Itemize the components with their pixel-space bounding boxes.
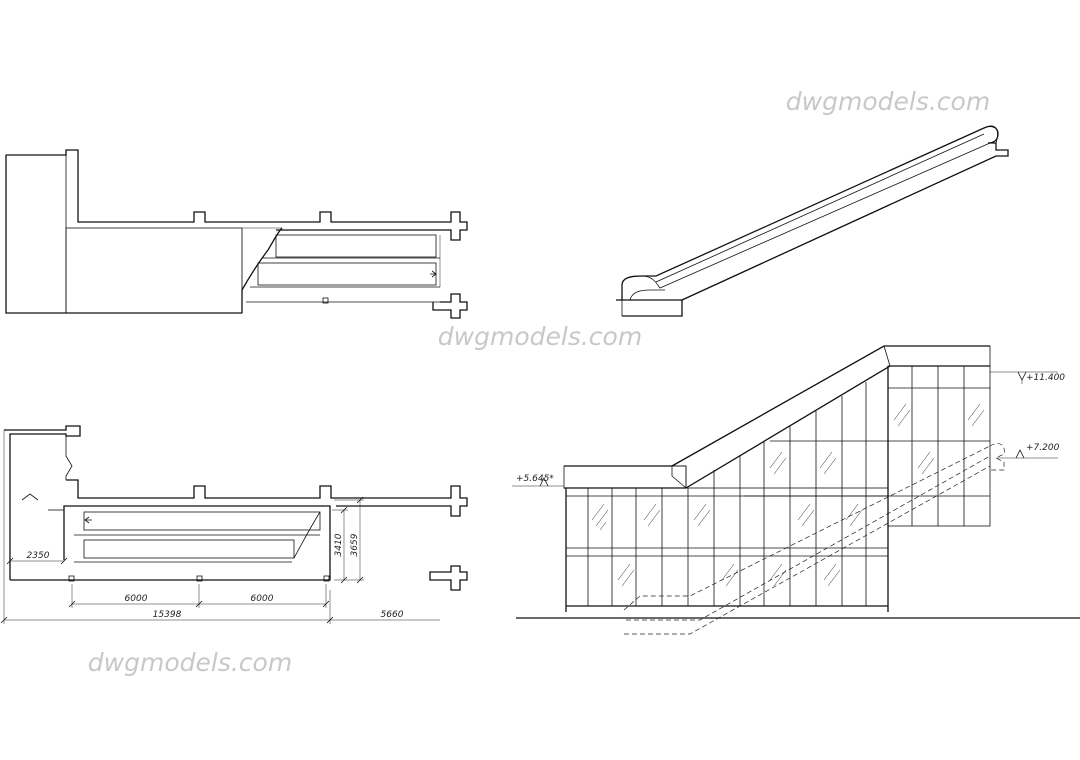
dim-offset: 2350 (27, 551, 50, 561)
lower-level-plan: 6000 6000 15398 5660 2350 3410 3659 (0, 425, 468, 624)
glass-reflections (591, 403, 985, 587)
level-markers: +11.400 +7.200 +5.645* (512, 371, 1065, 487)
escalator-hidden-lines (623, 443, 1005, 635)
dim-total-length: 15398 (153, 610, 182, 620)
upper-level-plan (5, 149, 468, 319)
dim-extension: 5660 (381, 610, 404, 620)
dim-span-right: 6000 (251, 594, 274, 604)
level-entry: +5.645* (516, 474, 554, 484)
dim-span-left: 6000 (125, 594, 148, 604)
watermark-top-right: dwgmodels.com (786, 87, 990, 116)
lower-glazing (565, 366, 889, 612)
escalator-side-view (616, 125, 1009, 317)
level-middle: +7.200 (1026, 443, 1060, 453)
upper-glazing (887, 365, 991, 527)
dim-outer-height: 3659 (350, 533, 360, 556)
watermark-center: dwgmodels.com (438, 322, 642, 351)
station-elevation: +11.400 +7.200 +5.645* (512, 345, 1080, 635)
watermark-bottom-left: dwgmodels.com (88, 648, 292, 677)
level-top: +11.400 (1026, 373, 1065, 383)
dim-inner-height: 3410 (334, 533, 344, 556)
plan-dimensions: 6000 6000 15398 5660 2350 3410 3659 (0, 496, 440, 624)
